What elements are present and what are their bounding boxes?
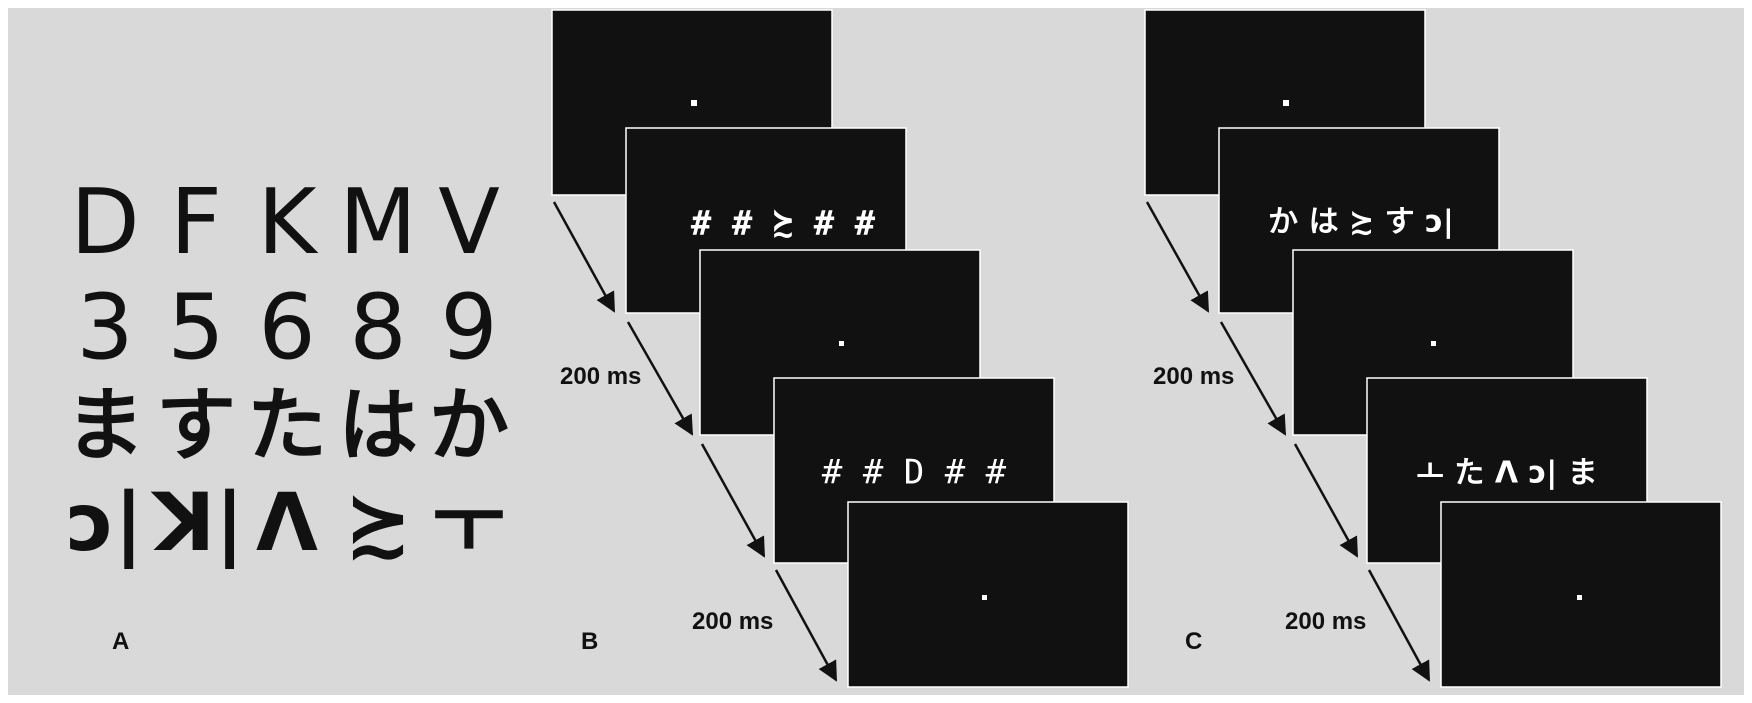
panel-label-b: B — [581, 628, 599, 655]
stimulus-kana: す — [156, 379, 236, 472]
stimulus-digit: 3 — [76, 275, 134, 380]
stimulus-symbol: ɔ| — [66, 476, 144, 569]
stimulus-letter: D — [70, 170, 140, 275]
mask-stimulus-text: か は ≿ す ɔ| — [1268, 205, 1454, 240]
fixation-dot — [1431, 341, 1436, 346]
timing-label: 200 ms — [560, 363, 642, 390]
sequence-arrow — [1219, 321, 1287, 436]
stimulus-letter: K — [257, 170, 317, 275]
stimulus-row-pseudo-symbols: ɔ| ꓘ| ᐱ ≿ ㅗ — [62, 476, 512, 570]
stimulus-kana: か — [429, 379, 509, 472]
sequence-arrow — [1293, 443, 1359, 558]
panel-label-c: C — [1185, 628, 1203, 655]
sequence-arrow — [626, 321, 694, 436]
trial-sequence-diagram: # # ≿ # # # # D # # か は ≿ す ɔ| ㅗ た ᐱ ɔ| … — [551, 9, 1722, 688]
target-stimulus-text: # # D # # — [822, 453, 1007, 493]
timing-label: 200 ms — [1285, 608, 1367, 635]
panel-c-sequence: か は ≿ す ɔ| ㅗ た ᐱ ɔ| ま — [1144, 9, 1722, 688]
stimulus-digit: 9 — [440, 275, 498, 380]
stimulus-symbol: ꓘ| — [153, 476, 245, 569]
timing-label: 200 ms — [1153, 363, 1235, 390]
mask-stimulus-text: # # ≿ # # — [691, 204, 876, 244]
final-fixation-screen — [847, 501, 1129, 688]
fixation-dot — [1577, 595, 1582, 600]
stimulus-kana: ま — [65, 379, 145, 472]
stimulus-kana: は — [338, 379, 418, 472]
fixation-dot — [839, 341, 844, 346]
sequence-arrow — [1367, 569, 1431, 682]
figure: D F K M V 3 5 6 8 9 ま す た は か ɔ| ꓘ| ᐱ ≿ … — [8, 8, 1744, 695]
fixation-dot — [982, 595, 987, 600]
stimulus-row-digits: 3 5 6 8 9 — [62, 283, 512, 373]
stimulus-letter: V — [438, 170, 500, 275]
stimulus-kana: た — [247, 379, 327, 472]
final-fixation-screen — [1440, 501, 1722, 688]
stimulus-digit: 5 — [167, 275, 225, 380]
panel-label-a: A — [112, 628, 130, 655]
stimulus-letter: F — [170, 170, 222, 275]
timing-label: 200 ms — [692, 608, 774, 635]
sequence-arrow — [774, 569, 838, 682]
fixation-dot — [1283, 100, 1289, 106]
stimulus-row-letters: D F K M V — [62, 178, 512, 268]
sequence-arrow — [1145, 201, 1210, 313]
stimulus-symbol: ≿ — [344, 476, 412, 569]
sequence-arrow — [552, 201, 616, 313]
fixation-dot — [691, 100, 697, 106]
stimulus-letter: M — [339, 170, 417, 275]
stimulus-row-kana: ま す た は か — [62, 386, 512, 466]
sequence-arrow — [700, 443, 766, 558]
target-stimulus-text: ㅗ た ᐱ ɔ| ま — [1416, 456, 1597, 491]
stimulus-digit: 8 — [349, 275, 407, 380]
panel-b-sequence: # # ≿ # # # # D # # — [551, 9, 1129, 688]
stimulus-symbol: ᐱ — [256, 476, 318, 569]
stimulus-digit: 6 — [258, 275, 316, 380]
